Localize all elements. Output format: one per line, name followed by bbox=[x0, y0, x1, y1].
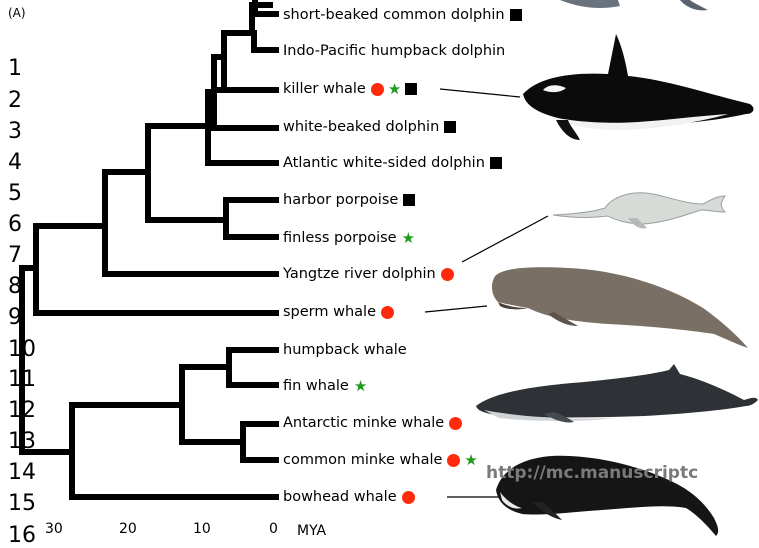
taxon-label: killer whale ★ bbox=[283, 80, 421, 98]
row-number: 6 bbox=[8, 214, 22, 236]
taxon-label: humpback whale bbox=[283, 341, 416, 359]
taxon-name: finless porpoise bbox=[283, 229, 397, 247]
taxon-label: Atlantic white-sided dolphin bbox=[283, 154, 506, 172]
taxon-label: short-beaked common dolphin bbox=[283, 6, 526, 24]
row-number: 4 bbox=[8, 152, 22, 174]
black-square-marker bbox=[403, 194, 415, 206]
red-circle-marker bbox=[447, 454, 460, 467]
red-circle-marker bbox=[371, 83, 384, 96]
taxon-name: Antarctic minke whale bbox=[283, 414, 444, 432]
black-square-marker bbox=[444, 121, 456, 133]
killer-whale-image bbox=[518, 28, 758, 144]
row-number: 8 bbox=[8, 276, 22, 298]
green-star-marker: ★ bbox=[464, 453, 477, 467]
taxon-label: fin whale ★ bbox=[283, 377, 371, 395]
taxon-label: white-beaked dolphin bbox=[283, 118, 460, 136]
row-number: 2 bbox=[8, 90, 22, 112]
row-number: 11 bbox=[8, 369, 36, 391]
row-number: 1 bbox=[8, 58, 22, 80]
taxon-name: humpback whale bbox=[283, 341, 407, 359]
row-number: 15 bbox=[8, 493, 36, 515]
red-circle-marker bbox=[381, 306, 394, 319]
red-circle-marker bbox=[449, 417, 462, 430]
taxon-name: killer whale bbox=[283, 80, 366, 98]
black-square-marker bbox=[510, 9, 522, 21]
taxon-name: common minke whale bbox=[283, 451, 442, 469]
row-number: 5 bbox=[8, 183, 22, 205]
axis-unit-label: MYA bbox=[297, 523, 326, 539]
taxon-name: white-beaked dolphin bbox=[283, 118, 439, 136]
taxon-label: Antarctic minke whale bbox=[283, 414, 466, 432]
taxon-label: sperm whale bbox=[283, 303, 402, 321]
red-circle-marker bbox=[441, 268, 454, 281]
taxon-name: bowhead whale bbox=[283, 488, 397, 506]
row-number: 3 bbox=[8, 121, 22, 143]
green-star-marker: ★ bbox=[402, 231, 415, 245]
black-square-marker bbox=[490, 157, 502, 169]
sperm-whale-image bbox=[488, 264, 753, 352]
taxon-name: Atlantic white-sided dolphin bbox=[283, 154, 485, 172]
taxon-label: bowhead whale bbox=[283, 488, 423, 506]
row-number: 10 bbox=[8, 339, 36, 361]
taxon-name: Indo-Pacific humpback dolphin bbox=[283, 42, 505, 60]
black-square-marker bbox=[405, 83, 417, 95]
row-number: 13 bbox=[8, 431, 36, 453]
taxon-label: Indo-Pacific humpback dolphin bbox=[283, 42, 514, 60]
bowhead-whale-image bbox=[492, 440, 722, 539]
taxon-name: fin whale bbox=[283, 377, 349, 395]
axis-tick-label: 20 bbox=[119, 521, 137, 537]
taxon-name: sperm whale bbox=[283, 303, 376, 321]
yangtze-river-dolphin-image bbox=[553, 182, 728, 232]
top-dolphin-fragment-image bbox=[560, 0, 710, 16]
axis-tick-label: 0 bbox=[269, 521, 278, 537]
green-star-marker: ★ bbox=[388, 82, 401, 96]
axis-tick-label: 10 bbox=[193, 521, 211, 537]
taxon-label: harbor porpoise bbox=[283, 191, 419, 209]
taxon-label: common minke whale ★ bbox=[283, 451, 486, 469]
row-number: 16 bbox=[8, 525, 36, 547]
fin-whale-image bbox=[474, 362, 759, 426]
axis-tick-label: 30 bbox=[45, 521, 63, 537]
taxon-name: Yangtze river dolphin bbox=[283, 265, 436, 283]
taxon-label: Yangtze river dolphin bbox=[283, 265, 458, 283]
red-circle-marker bbox=[402, 491, 415, 504]
panel-label: (A) bbox=[8, 6, 26, 20]
taxon-name: harbor porpoise bbox=[283, 191, 398, 209]
taxon-label: finless porpoise ★ bbox=[283, 229, 423, 247]
row-number: 12 bbox=[8, 400, 36, 422]
row-number: 14 bbox=[8, 462, 36, 484]
row-number: 7 bbox=[8, 245, 22, 267]
row-number: 9 bbox=[8, 307, 22, 329]
taxon-name: short-beaked common dolphin bbox=[283, 6, 505, 24]
watermark: http://mc.manuscriptc bbox=[486, 463, 698, 483]
green-star-marker: ★ bbox=[354, 379, 367, 393]
